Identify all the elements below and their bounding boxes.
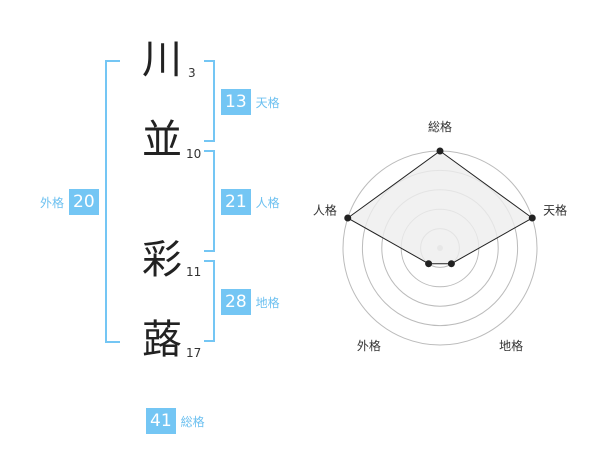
- name-char-2: 並: [142, 117, 182, 163]
- radar-axis-label-5: 人格: [313, 203, 337, 218]
- name-char-4: 蕗: [142, 317, 182, 363]
- gaikaku-badge-group: 外格 20: [40, 189, 99, 215]
- radar-axis-label-4: 外格: [357, 338, 381, 353]
- jinkaku-bracket: [204, 150, 215, 252]
- jinkaku-badge-group: 21 人格: [221, 189, 280, 215]
- radar-point-1: [436, 147, 444, 155]
- radar-point-3: [447, 260, 455, 268]
- tenkaku-value: 13: [221, 89, 251, 115]
- stroke-count-1: 3: [188, 66, 196, 80]
- tenkaku-label: 天格: [255, 95, 280, 110]
- radar-point-5: [344, 214, 352, 222]
- radar-axis-label-1: 総格: [428, 119, 452, 134]
- soukaku-badge-group: 41 総格: [146, 408, 205, 434]
- tenkaku-bracket: [204, 60, 215, 142]
- chikaku-badge-group: 28 地格: [221, 289, 280, 315]
- stroke-count-4: 17: [186, 346, 202, 360]
- chikaku-value: 28: [221, 289, 251, 315]
- radar-point-2: [528, 214, 536, 222]
- jinkaku-label: 人格: [255, 195, 280, 210]
- gaikaku-value: 20: [69, 189, 99, 215]
- radar-data-polygon: [346, 150, 534, 265]
- stroke-count-3: 11: [186, 265, 202, 279]
- jinkaku-value: 21: [221, 189, 251, 215]
- name-char-1: 川: [142, 37, 182, 83]
- gaikaku-bracket: [105, 60, 120, 343]
- soukaku-value: 41: [146, 408, 176, 434]
- radar-axis-label-3: 地格: [499, 338, 523, 353]
- tenkaku-badge-group: 13 天格: [221, 89, 280, 115]
- gaikaku-label: 外格: [40, 195, 65, 210]
- chikaku-label: 地格: [255, 295, 280, 310]
- chikaku-bracket: [204, 260, 215, 342]
- radar-axis-label-2: 天格: [543, 203, 567, 218]
- radar-point-4: [425, 260, 433, 268]
- stroke-count-2: 10: [186, 147, 202, 161]
- soukaku-label: 総格: [180, 414, 205, 429]
- name-char-3: 彩: [142, 237, 182, 283]
